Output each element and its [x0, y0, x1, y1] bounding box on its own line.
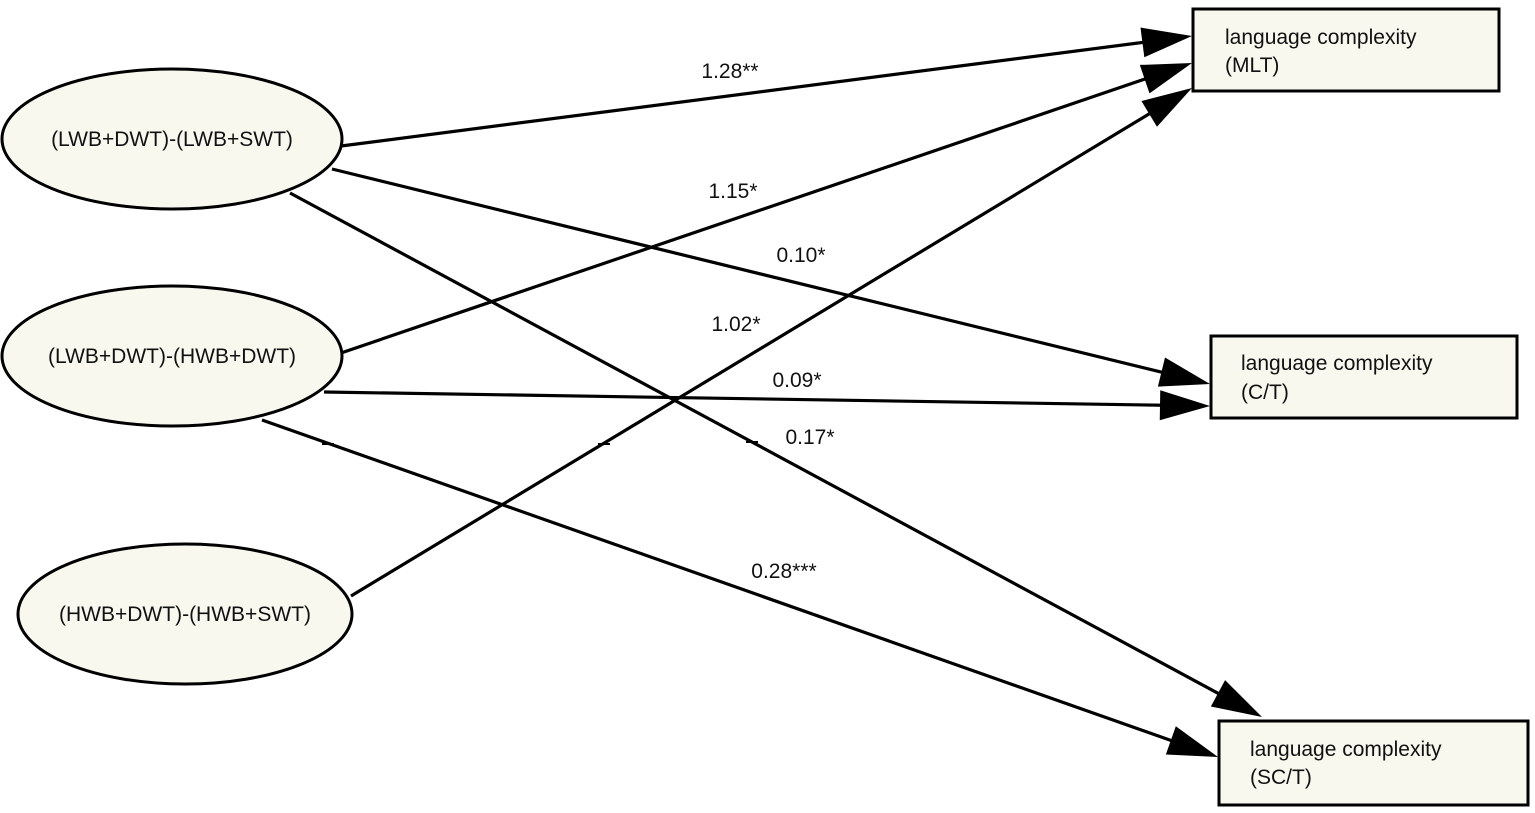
path-arrows [261, 27, 1262, 757]
target-node-label-line1: language complexity [1225, 26, 1417, 49]
path-arrow-s1-t1-head [1140, 27, 1192, 58]
crossing-ticks [322, 441, 758, 445]
path-label-s2-t1: 1.15* [708, 180, 757, 203]
path-arrow-s1-t2-head [1157, 357, 1210, 387]
source-node-s2: (LWB+DWT)-(HWB+DWT) [0, 284, 344, 428]
path-arrow-s1-t1-line [340, 40, 1147, 148]
path-labels: 1.28** 1.15* 0.10* 1.02* 0.09* 0.17* 0.2… [701, 60, 834, 583]
target-node-label-line1: language complexity [1250, 738, 1442, 761]
path-label-s1-t3: 0.17* [785, 426, 834, 449]
path-arrow-s1-t3-line [289, 191, 1223, 697]
target-node-t1: language complexity (MLT) [1191, 7, 1501, 93]
target-node-label-line2: (C/T) [1241, 381, 1289, 404]
path-label-s1-t1: 1.28** [701, 60, 758, 83]
path-arrow-s1-t3-head [1210, 680, 1262, 717]
target-node-t3: language complexity (SC/T) [1217, 719, 1530, 807]
path-arrow-s1-t2-line [331, 167, 1166, 375]
path-arrow-s2-t1-line [340, 76, 1149, 355]
path-arrow-s2-t1-head [1139, 63, 1192, 94]
path-label-s3-t1: 1.02* [711, 313, 760, 336]
source-node-s3: (HWB+DWT)-(HWB+SWT) [16, 542, 354, 686]
source-node-label: (LWB+DWT)-(HWB+DWT) [48, 345, 296, 368]
source-node-label: (LWB+DWT)-(LWB+SWT) [51, 128, 293, 151]
diagram-nodes: (LWB+DWT)-(LWB+SWT) (LWB+DWT)-(HWB+DWT) … [0, 7, 1530, 807]
path-arrow-s2-t2-line [323, 390, 1165, 407]
path-label-s2-t3: 0.28*** [751, 560, 816, 583]
path-label-s2-t2: 0.09* [772, 369, 821, 392]
source-node-label: (HWB+DWT)-(HWB+SWT) [59, 603, 311, 626]
path-arrow-s2-t3-head [1165, 726, 1218, 757]
path-label-s1-t2: 0.10* [776, 244, 825, 267]
source-node-s1: (LWB+DWT)-(LWB+SWT) [0, 67, 344, 211]
target-node-label-line1: language complexity [1241, 352, 1433, 375]
path-arrow-s3-t1-head [1141, 88, 1192, 127]
path-arrow-s2-t2-head [1159, 390, 1210, 421]
path-arrow-s2-t3-line [261, 418, 1176, 744]
target-node-t2: language complexity (C/T) [1209, 334, 1519, 420]
target-node-label-line2: (MLT) [1225, 54, 1279, 77]
target-node-label-line2: (SC/T) [1250, 766, 1312, 789]
path-arrow-s3-t1-line [350, 110, 1154, 598]
